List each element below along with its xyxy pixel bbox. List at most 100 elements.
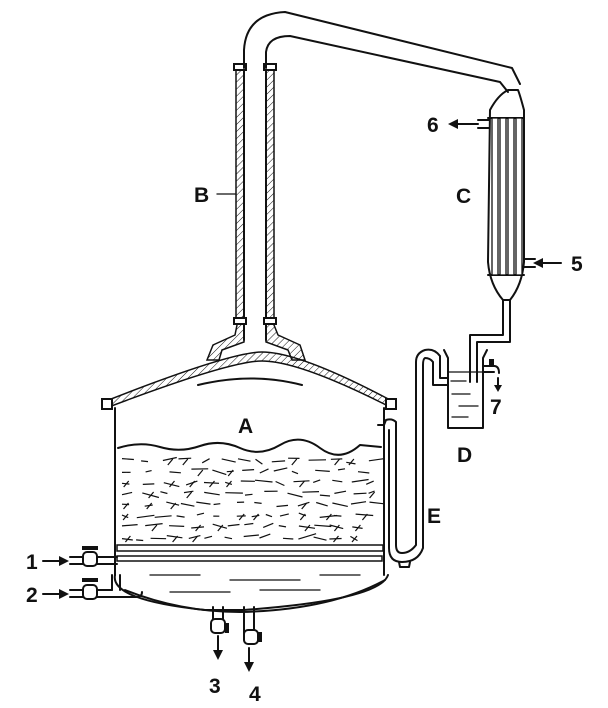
charge-stroke xyxy=(172,535,179,543)
charge-stroke xyxy=(332,502,348,507)
charge-stroke xyxy=(351,535,358,543)
condenser xyxy=(448,89,562,361)
condenser-tube xyxy=(491,117,499,276)
charge-stroke xyxy=(169,480,175,488)
label-b: B xyxy=(194,184,209,207)
charge-stroke xyxy=(142,483,155,485)
charge-stroke xyxy=(237,458,251,462)
condenser-tube xyxy=(507,117,515,276)
charge-stroke xyxy=(276,504,289,508)
steam-inlet-2 xyxy=(42,574,143,600)
charge-stroke xyxy=(348,458,355,466)
distillate-pipe-outer xyxy=(469,299,504,361)
charge-stroke xyxy=(313,536,327,541)
charge-stroke xyxy=(291,470,299,475)
charge-stroke xyxy=(225,481,233,485)
charge-stroke xyxy=(122,513,129,521)
charge-stroke xyxy=(350,535,358,542)
charge-stroke xyxy=(221,458,236,463)
separator-vessel xyxy=(443,349,488,429)
vapor-pipe xyxy=(205,11,521,361)
charge-stroke xyxy=(354,524,361,532)
charge-stroke xyxy=(334,458,341,466)
charge-stroke xyxy=(192,535,199,543)
arrow-4-head xyxy=(244,662,254,672)
distillate-pipe-inner xyxy=(476,299,511,361)
charge-stroke xyxy=(195,524,202,532)
charge-stroke xyxy=(170,502,177,510)
charge-stroke xyxy=(319,494,331,497)
charge-stroke xyxy=(301,502,308,510)
charge-stroke xyxy=(355,513,374,517)
charge-stroke xyxy=(203,481,220,484)
charge-stroke xyxy=(333,535,339,543)
column-collar-left-bottom xyxy=(233,317,247,325)
charge-stroke xyxy=(227,523,240,527)
valve-1-handle xyxy=(82,546,98,550)
charge-stroke xyxy=(299,480,305,488)
charge-stroke xyxy=(169,471,181,474)
charge-stroke xyxy=(368,458,384,462)
charge-stroke xyxy=(278,525,287,528)
charge-stroke xyxy=(201,458,210,464)
charge-stroke xyxy=(196,512,205,516)
charge-stroke xyxy=(136,539,144,542)
charge-stroke xyxy=(167,458,174,466)
cohobation-return-tube xyxy=(377,348,449,568)
charge-stroke xyxy=(368,490,375,494)
charge-stroke xyxy=(185,480,198,486)
valve-4 xyxy=(243,629,259,645)
charge-stroke xyxy=(365,480,374,485)
charge-stroke xyxy=(332,479,343,483)
charge-stroke xyxy=(124,535,131,543)
charge-stroke xyxy=(166,535,183,539)
charge-stroke xyxy=(227,469,234,477)
charge-stroke xyxy=(144,504,153,507)
column-insulation-left xyxy=(235,67,245,324)
valve-1 xyxy=(82,551,98,567)
charge-stroke xyxy=(287,492,303,498)
charge-stroke xyxy=(204,535,213,539)
charge-stroke xyxy=(242,469,255,471)
label-e: E xyxy=(427,505,441,528)
arrow-5-head xyxy=(533,258,543,268)
charge-stroke xyxy=(275,480,285,487)
perforated-grid xyxy=(116,544,384,552)
charge-stroke xyxy=(151,524,158,532)
charge-stroke xyxy=(302,491,320,493)
charge-stroke xyxy=(180,502,195,507)
charge-stroke xyxy=(298,533,317,540)
charge-stroke xyxy=(188,535,201,539)
charge-stroke xyxy=(197,469,204,477)
arrow-1-head xyxy=(59,556,69,566)
charge-stroke xyxy=(244,522,254,526)
steam-coil xyxy=(116,555,383,562)
charge-stroke xyxy=(265,513,273,518)
charge-stroke xyxy=(189,480,196,488)
charge-stroke xyxy=(121,514,129,519)
tap-7-bend xyxy=(493,365,500,374)
charge-stroke xyxy=(351,478,369,483)
charge-stroke xyxy=(325,513,332,521)
charge-stroke xyxy=(243,534,259,538)
charge-stroke xyxy=(316,501,328,507)
lid-flange-right xyxy=(385,398,397,410)
label-5: 5 xyxy=(571,253,583,276)
charge-stroke xyxy=(169,525,185,527)
charge-stroke xyxy=(304,524,311,532)
arrow-7-head xyxy=(494,385,502,392)
charge-stroke xyxy=(146,502,153,510)
charge-stroke xyxy=(282,537,294,540)
drain-outlet-4 xyxy=(243,606,262,672)
charge-stroke xyxy=(154,515,172,518)
water-layer xyxy=(116,544,384,593)
valve-3-handle xyxy=(225,623,229,633)
gooseneck-outer xyxy=(243,11,521,85)
charge-stroke xyxy=(357,471,370,474)
inlet-2-pipe-lower xyxy=(69,591,143,598)
charge-stroke xyxy=(204,491,220,496)
charge-texture xyxy=(121,456,385,543)
label-2: 2 xyxy=(26,584,38,607)
charge-stroke xyxy=(315,469,330,472)
charge-stroke xyxy=(361,513,368,521)
